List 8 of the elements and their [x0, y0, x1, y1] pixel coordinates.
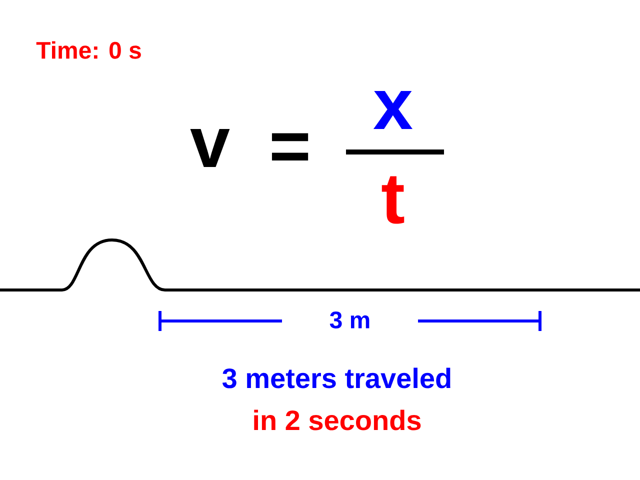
formula-symbol: = — [272, 133, 308, 160]
formula-symbol: x — [373, 90, 412, 130]
time-label: Time: 0 s — [36, 41, 141, 59]
dimension-label: 3 m — [330, 312, 370, 329]
caption-text: in 2 seconds — [254, 410, 421, 430]
formula-symbol: t — [382, 176, 404, 224]
formula-symbol: v — [190, 128, 230, 168]
caption-text: 3 meters traveled — [222, 368, 450, 388]
